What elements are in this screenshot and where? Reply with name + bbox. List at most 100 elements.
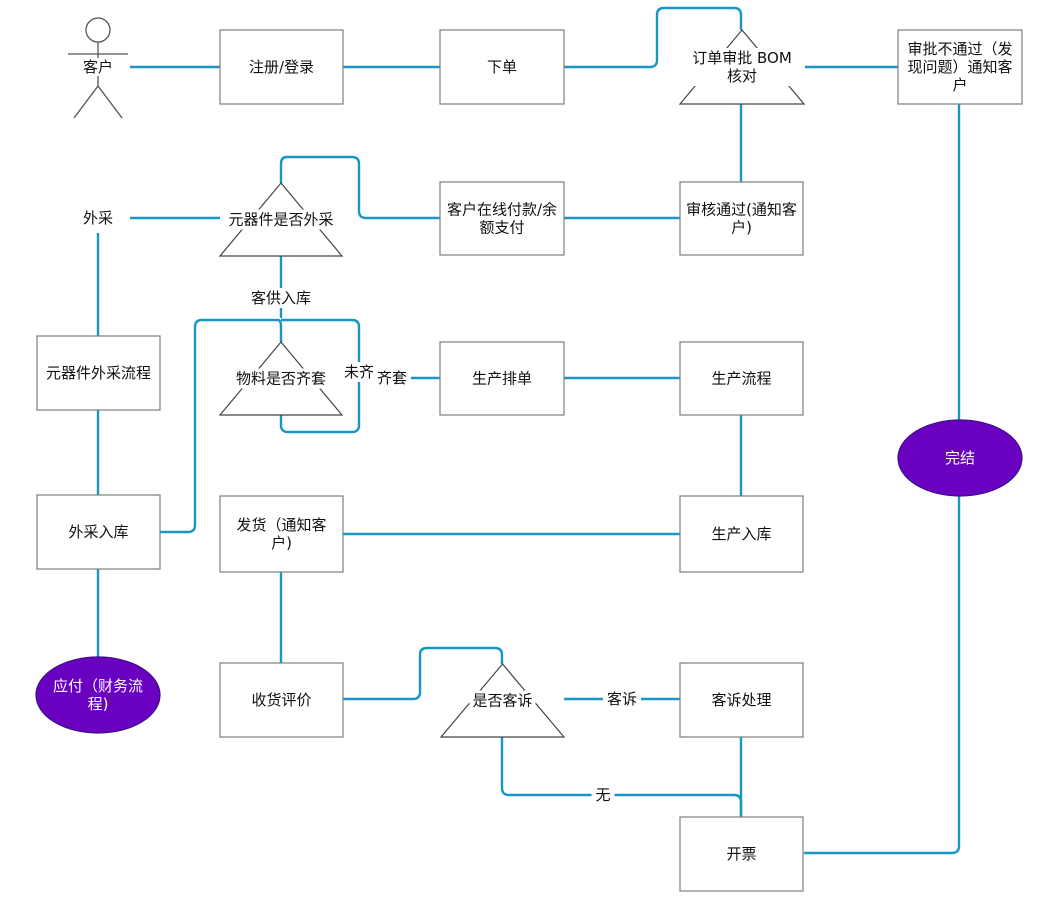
- review-bom-label-line: 核对: [727, 67, 757, 85]
- node-order: 下单: [439, 29, 565, 105]
- node-done: 完结: [897, 419, 1023, 497]
- customer-supply-label-mask: [247, 288, 315, 308]
- edge-stock-material: [160, 318, 283, 534]
- node-schedule: 生产排单: [439, 341, 565, 416]
- pay-box: [439, 181, 565, 256]
- complaint-handle-label-line: 客诉处理: [711, 691, 771, 709]
- reject-label-line: 现问题）通知客: [907, 58, 1012, 76]
- edge-complaint-none: [500, 737, 743, 817]
- pay-label-line: 额支付: [479, 219, 524, 237]
- complaint-label-label-line: 客诉: [607, 690, 637, 708]
- node-complete: 齐套: [373, 368, 411, 388]
- complaint-label-label-mask: [603, 689, 641, 709]
- invoice-label-line: 开票: [726, 845, 756, 863]
- prod-stock-label-line: 生产入库: [711, 525, 771, 543]
- outsource-flow-label-line: 元器件外采流程: [46, 364, 151, 382]
- payable-label-line: 程): [88, 695, 109, 713]
- none-label-mask: [591, 785, 615, 805]
- ship-box: [219, 495, 344, 573]
- invoice-box: [679, 816, 804, 892]
- done-terminal: [897, 419, 1023, 497]
- complaint-check-label-mask: [469, 690, 536, 711]
- reject-label-line: 户: [952, 76, 967, 94]
- register-label-line: 注册/登录: [249, 58, 314, 76]
- outsource-label-mask: [79, 208, 117, 228]
- payable-terminal: [35, 656, 161, 734]
- outsource-stock-box: [36, 494, 161, 570]
- node-complaint-handle: 客诉处理: [679, 662, 804, 738]
- payable-label-line: 应付（财务流: [53, 677, 143, 695]
- complete-label-mask: [373, 368, 411, 388]
- schedule-label-line: 生产排单: [472, 370, 532, 388]
- complete-label-line: 齐套: [377, 369, 407, 387]
- outsource-check-label-line: 元器件是否外采: [228, 211, 333, 229]
- edge-pay-check: [279, 155, 440, 220]
- reject-label-line: 审批不通过（发: [907, 40, 1012, 58]
- node-receive-eval: 收货评价: [219, 662, 344, 738]
- connectors: [96, 6, 961, 855]
- actor-head-icon: [85, 17, 111, 43]
- pass-box: [679, 181, 804, 256]
- none-label-line: 无: [595, 786, 610, 804]
- outsource-label-line: 外采: [83, 209, 113, 227]
- edge-material-loop: [279, 318, 361, 434]
- node-complaint-check: 是否客诉: [439, 663, 566, 738]
- reject-box: [897, 29, 1023, 105]
- node-outsource-check: 元器件是否外采: [218, 182, 344, 257]
- order-box: [439, 29, 565, 105]
- ship-label-line: 发货（通知客: [236, 516, 326, 534]
- ship-label-line: 户): [271, 534, 292, 552]
- order-label-line: 下单: [487, 58, 517, 76]
- incomplete-label-mask: [340, 362, 378, 382]
- production-label-line: 生产流程: [711, 370, 771, 388]
- production-box: [679, 341, 804, 416]
- edge-receive-complaint: [343, 646, 504, 701]
- node-outsource-flow: 元器件外采流程: [36, 335, 161, 411]
- node-prod-stock: 生产入库: [679, 495, 804, 573]
- edge-order-review: [564, 6, 743, 69]
- node-material-check: 物料是否齐套: [218, 341, 344, 416]
- node-incomplete: 未齐: [340, 362, 378, 382]
- material-check-label-mask: [233, 368, 329, 389]
- actor-label: 客户: [83, 58, 113, 76]
- node-invoice: 开票: [679, 816, 804, 892]
- actor-label-mask: [79, 58, 117, 76]
- review-bom-label-mask: [679, 48, 805, 86]
- receive-eval-box: [219, 662, 344, 738]
- node-customer-supply: 客供入库: [247, 288, 315, 308]
- actor-right-leg: [97, 85, 123, 119]
- pass-label-line: 审核通过(通知客: [686, 201, 797, 219]
- outsource-stock-label-line: 外采入库: [68, 523, 128, 541]
- prod-stock-box: [679, 495, 804, 573]
- node-complaint-label: 客诉: [603, 689, 641, 709]
- customer-actor: 客户: [68, 17, 128, 119]
- review-bom-label-line: 订单审批 BOM: [692, 49, 792, 67]
- pay-label-line: 客户在线付款/余: [447, 201, 557, 219]
- outsource-flow-box: [36, 335, 161, 411]
- actor-left-leg: [73, 85, 99, 119]
- node-outsource: 外采: [79, 208, 117, 228]
- node-production: 生产流程: [679, 341, 804, 416]
- customer-supply-label-line: 客供入库: [251, 289, 311, 307]
- complaint-check-label-line: 是否客诉: [472, 692, 532, 710]
- outsource-check-label-mask: [225, 209, 337, 230]
- pass-label-line: 户): [731, 219, 752, 237]
- node-register: 注册/登录: [219, 29, 344, 105]
- material-check-label-line: 物料是否齐套: [236, 370, 326, 388]
- edge-invoice-done: [804, 496, 961, 855]
- node-outsource-stock: 外采入库: [36, 494, 161, 570]
- receive-eval-label-line: 收货评价: [251, 691, 311, 709]
- schedule-box: [439, 341, 565, 416]
- done-label-line: 完结: [945, 449, 975, 467]
- register-box: [219, 29, 344, 105]
- incomplete-label-line: 未齐: [344, 363, 374, 381]
- node-none: 无: [591, 785, 615, 805]
- complaint-handle-box: [679, 662, 804, 738]
